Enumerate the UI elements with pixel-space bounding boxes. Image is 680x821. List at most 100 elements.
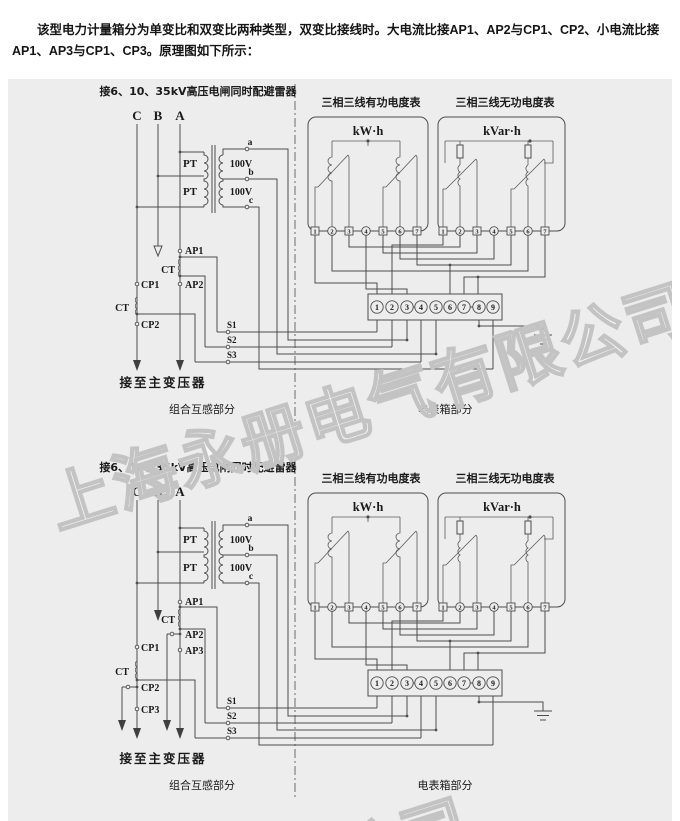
- ct-label-c: CT: [115, 667, 129, 678]
- svg-text:9: 9: [491, 679, 495, 688]
- cp1-label: CP1: [141, 643, 159, 654]
- svg-text:1: 1: [313, 604, 316, 611]
- cp3-label: CP3: [141, 705, 159, 716]
- svg-text:2: 2: [330, 228, 333, 235]
- reactive-meter-unit: kVar·h: [483, 124, 521, 138]
- schematic-svg: 接6、10、35kV高压电闸同时配避雷器 C B A PT PT 100V 10…: [8, 83, 672, 821]
- svg-text:3: 3: [347, 228, 351, 235]
- svg-text:5: 5: [509, 228, 513, 235]
- s1-label: S1: [227, 696, 237, 706]
- svg-text:8: 8: [477, 303, 481, 312]
- cp1-label: CP1: [141, 280, 159, 291]
- diagram-header: 接6、10、35kV高压电闸同时配避雷器: [99, 460, 297, 474]
- svg-text:3: 3: [475, 604, 479, 611]
- to-main-transformer-label: 接至主变压器: [119, 751, 206, 766]
- reactive-meter-unit: kVar·h: [483, 500, 521, 514]
- diagram-1-labels: 接6、10、35kV高压电闸同时配避雷器 C B A PT PT 100V 10…: [99, 84, 555, 416]
- svg-text:7: 7: [543, 604, 547, 611]
- ap1-label: AP1: [185, 597, 203, 608]
- svg-text:4: 4: [492, 604, 496, 611]
- svg-text:4: 4: [419, 679, 423, 688]
- svg-text:2: 2: [390, 679, 394, 688]
- svg-text:4: 4: [364, 228, 368, 235]
- right-section-label: 电表箱部分: [418, 778, 473, 792]
- svg-text:5: 5: [381, 604, 385, 611]
- left-section-label: 组合互感部分: [169, 778, 235, 792]
- ap2-label: AP2: [185, 630, 203, 641]
- svg-text:6: 6: [526, 228, 530, 235]
- phase-label-c: C: [132, 108, 141, 123]
- phase-label-a: A: [175, 108, 185, 123]
- svg-text:5: 5: [381, 228, 385, 235]
- left-section-label: 组合互感部分: [169, 402, 235, 416]
- svg-text:3: 3: [475, 228, 479, 235]
- s2-label: S2: [227, 335, 237, 345]
- svg-text:1: 1: [375, 679, 379, 688]
- active-meter-title: 三相三线有功电度表: [322, 95, 422, 109]
- s1-label: S1: [227, 320, 237, 330]
- s3-label: S3: [227, 350, 237, 360]
- svg-text:1: 1: [441, 228, 444, 235]
- reactive-meter-title: 三相三线无功电度表: [456, 95, 556, 109]
- svg-text:5: 5: [434, 303, 438, 312]
- down-arrow-icon: [176, 727, 184, 739]
- ct-label-a: CT: [161, 615, 175, 626]
- svg-text:4: 4: [364, 604, 368, 611]
- svg-text:2: 2: [330, 604, 333, 611]
- pt-voltage-label: 100V: [230, 159, 253, 170]
- watermark-text-partial: 上海永册电气有限公司: [8, 786, 479, 820]
- cp2-label: CP2: [141, 320, 159, 331]
- down-arrow-icon: [154, 609, 162, 621]
- svg-text:6: 6: [398, 604, 402, 611]
- active-meter-title: 三相三线有功电度表: [322, 471, 422, 485]
- svg-text:7: 7: [415, 228, 419, 235]
- phase-label-a: A: [175, 484, 185, 499]
- diagram-1: [133, 83, 566, 424]
- svg-text:1: 1: [313, 228, 316, 235]
- output-c-label: c: [249, 196, 253, 206]
- phase-label-b: B: [154, 108, 163, 123]
- svg-text:3: 3: [405, 303, 409, 312]
- svg-text:4: 4: [492, 228, 496, 235]
- ap3-label: AP3: [185, 646, 203, 657]
- diagram-2: [118, 459, 566, 800]
- ct-coil-c: [134, 296, 138, 315]
- svg-text:5: 5: [509, 604, 513, 611]
- output-a-label: a: [248, 514, 253, 524]
- svg-text:2: 2: [458, 604, 461, 611]
- active-meter-terminal-numbers: 1 2 3 4 5 6 7: [313, 228, 419, 235]
- svg-text:8: 8: [477, 679, 481, 688]
- svg-text:3: 3: [347, 604, 351, 611]
- svg-text:6: 6: [398, 228, 402, 235]
- svg-text:3: 3: [405, 679, 409, 688]
- pt-voltage-label: 100V: [230, 535, 253, 546]
- svg-text:2: 2: [390, 303, 394, 312]
- pt-voltage-label: 100V: [230, 563, 253, 574]
- ct-label-a: CT: [161, 265, 175, 276]
- down-arrow-icon: [163, 719, 171, 731]
- hollow-down-arrow-icon: [153, 245, 163, 257]
- ap2-label: AP2: [185, 280, 203, 291]
- output-b-label: b: [248, 544, 253, 554]
- svg-text:6: 6: [448, 303, 452, 312]
- down-arrow-icon: [133, 359, 141, 371]
- output-a-label: a: [248, 138, 253, 148]
- pt-voltage-label: 100V: [230, 187, 253, 198]
- phase-label-b: B: [154, 484, 163, 499]
- down-arrow-icon: [118, 719, 126, 731]
- svg-text:7: 7: [543, 228, 547, 235]
- svg-text:7: 7: [462, 679, 466, 688]
- active-meter-unit: kW·h: [353, 124, 384, 138]
- cp2-label: CP2: [141, 683, 159, 694]
- output-c-label: c: [249, 572, 253, 582]
- active-meter-unit: kW·h: [353, 500, 384, 514]
- svg-text:6: 6: [448, 679, 452, 688]
- svg-text:1: 1: [441, 604, 444, 611]
- pt-label: PT: [183, 186, 198, 198]
- svg-text:1: 1: [375, 303, 379, 312]
